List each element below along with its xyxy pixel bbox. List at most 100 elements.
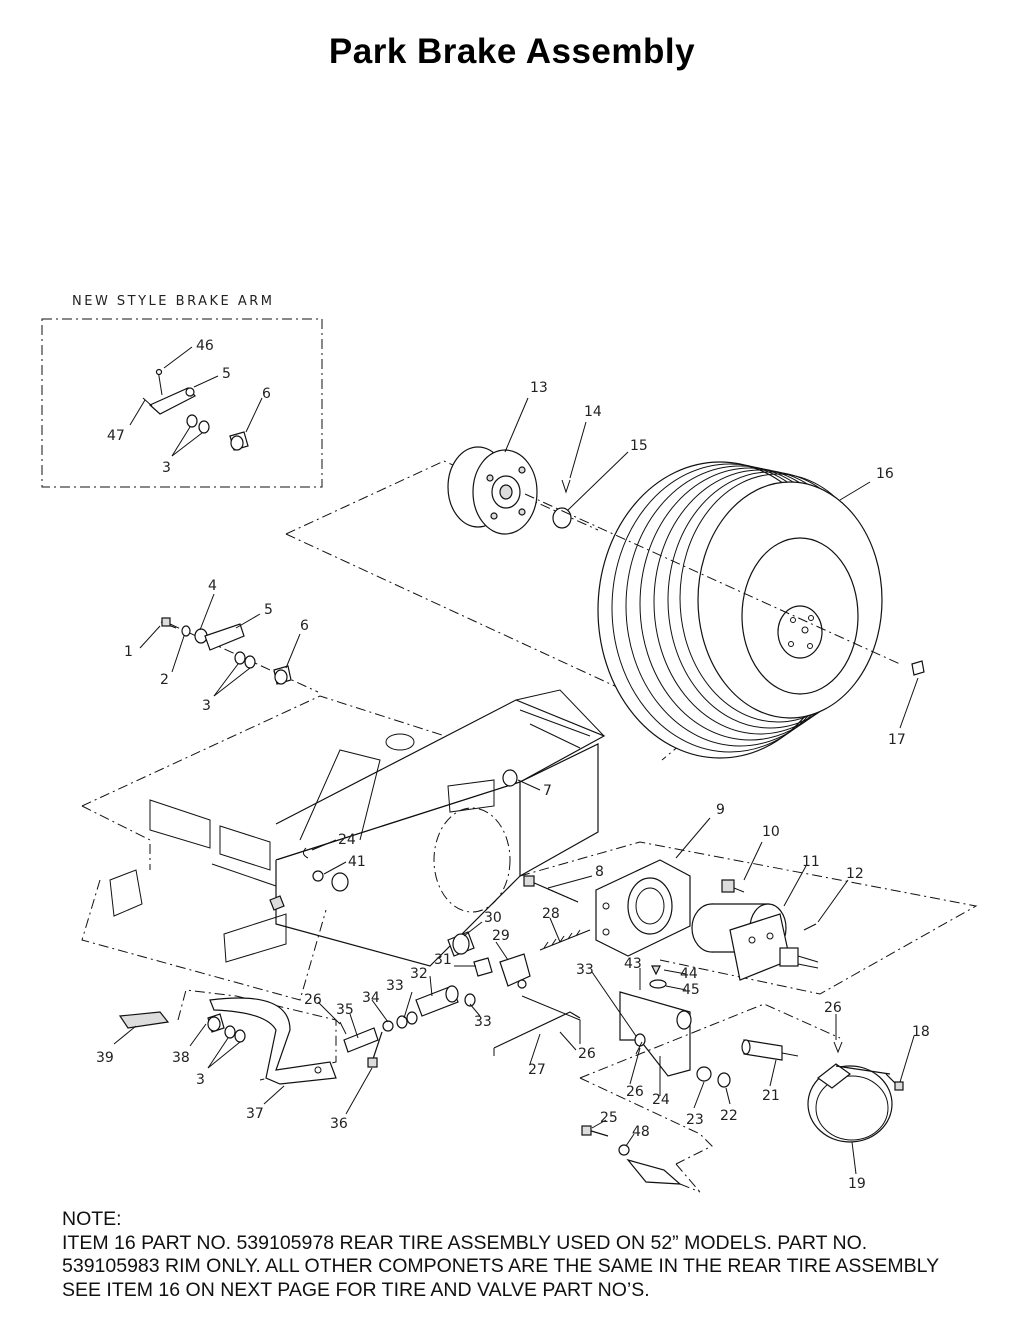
inset-label: NEW STYLE BRAKE ARM [72, 294, 274, 309]
callout-33: 33 [576, 962, 594, 978]
lock-washer-part-2 [181, 625, 191, 637]
callout-6: 6 [262, 386, 271, 402]
callout-21: 21 [762, 1088, 780, 1104]
callout-32: 32 [410, 966, 428, 982]
callout-6: 6 [300, 618, 309, 634]
nut-part-22 [717, 1072, 731, 1088]
chassis-frame: 7 24 41 [81, 689, 606, 1001]
washer-part-3-pedal [224, 1025, 236, 1039]
washer-part-23 [696, 1066, 712, 1082]
callout-11: 11 [802, 854, 820, 870]
callout-16: 16 [876, 466, 894, 482]
bolt-part-36 [371, 1031, 383, 1063]
nut-part-7 [502, 769, 518, 787]
callout-14: 14 [584, 404, 602, 420]
bushing-part-41 [312, 870, 324, 882]
screw-part-46 [155, 368, 163, 376]
brake-lever-part-43 [619, 991, 691, 1077]
callout-37: 37 [246, 1106, 264, 1122]
spring-part-28 [539, 929, 591, 951]
callout-28: 28 [542, 906, 560, 922]
callout-22: 22 [720, 1108, 738, 1124]
note-line-1: ITEM 16 PART NO. 539105978 REAR TIRE ASS… [62, 1231, 868, 1254]
callout-3: 3 [202, 698, 211, 714]
callout-26: 26 [824, 1000, 842, 1016]
rear-tire-part-16 [597, 461, 883, 759]
brake-arm-group: 4 5 1 2 6 3 [124, 578, 319, 714]
bolt-part-10 [721, 879, 735, 893]
callout-25: 25 [600, 1110, 618, 1126]
callout-31: 31 [434, 952, 452, 968]
brake-arm-part-5 [148, 387, 196, 415]
pedal-arm-part-37 [209, 997, 337, 1085]
callout-26: 26 [578, 1046, 596, 1062]
callout-19: 19 [848, 1176, 866, 1192]
wheel-assembly: 13 14 15 16 17 [285, 380, 925, 761]
callout-41: 41 [348, 854, 366, 870]
callout-35: 35 [336, 1002, 354, 1018]
callout-46: 46 [196, 338, 214, 354]
clip-part-26-band [833, 1041, 843, 1054]
clevis-part-29 [499, 953, 531, 987]
callout-27: 27 [528, 1062, 546, 1078]
callout-48: 48 [632, 1124, 650, 1140]
callout-30: 30 [484, 910, 502, 926]
page-title: Park Brake Assembly [328, 32, 696, 71]
washer-part-3-inset [186, 414, 198, 428]
callout-9: 9 [716, 802, 725, 818]
callout-36: 36 [330, 1116, 348, 1132]
callout-38: 38 [172, 1050, 190, 1066]
note-line-2: 539105983 RIM ONLY. ALL OTHER COMPONETS … [62, 1255, 940, 1277]
callout-24: 24 [338, 832, 356, 848]
callout-45: 45 [682, 982, 700, 998]
nut-part-48 [618, 1144, 630, 1156]
callout-10: 10 [762, 824, 780, 840]
callout-13: 13 [530, 380, 548, 396]
callout-23: 23 [686, 1112, 704, 1128]
washer-part-33 [464, 993, 476, 1007]
brake-linkage-group: 30 28 29 31 32 33 33 33 43 44 45 34 35 2… [304, 906, 700, 1108]
note-heading: NOTE: [62, 1208, 122, 1230]
washer-part-3 [234, 651, 246, 665]
rod-part-27 [493, 1011, 581, 1049]
pin-part-31 [473, 957, 493, 977]
callout-33: 33 [386, 978, 404, 994]
new-style-brake-arm-inset: NEW STYLE BRAKE ARM 46 5 6 47 3 [41, 294, 323, 488]
bolt-part-8 [523, 875, 535, 887]
callout-3: 3 [162, 460, 171, 476]
motor-part-11 [691, 903, 819, 981]
callout-43: 43 [624, 956, 642, 972]
pedal-pad-part-39 [118, 1011, 170, 1029]
callout-5: 5 [264, 602, 273, 618]
callout-12: 12 [846, 866, 864, 882]
callout-5: 5 [222, 366, 231, 382]
callout-1: 1 [124, 644, 133, 660]
callout-18: 18 [912, 1024, 930, 1040]
callout-7: 7 [543, 783, 552, 799]
callout-44: 44 [680, 966, 698, 982]
callout-15: 15 [630, 438, 648, 454]
callout-33: 33 [474, 1014, 492, 1030]
callout-4: 4 [208, 578, 217, 594]
brake-pedal-group: 39 38 3 37 36 [96, 989, 373, 1132]
washer-part-45 [649, 979, 667, 989]
callout-29: 29 [492, 928, 510, 944]
footnote: NOTE: ITEM 16 PART NO. 539105978 REAR TI… [62, 1208, 1012, 1302]
pin-part-26 [339, 1021, 347, 1035]
callout-26: 26 [304, 992, 322, 1008]
nut-part-44 [651, 965, 661, 976]
brake-band-group: 18 26 21 23 22 25 48 19 [579, 1000, 930, 1193]
callout-8: 8 [595, 864, 604, 880]
lug-nut-part-17 [911, 660, 925, 676]
callout-2: 2 [160, 672, 169, 688]
note-line-3: SEE ITEM 16 ON NEXT PAGE FOR TIRE AND VA… [62, 1278, 650, 1301]
clip-part-24 [302, 847, 309, 859]
nut-part-34 [382, 1020, 394, 1032]
callout-24: 24 [652, 1092, 670, 1108]
callout-3: 3 [196, 1072, 205, 1088]
motor-bracket-group: 9 10 11 12 8 [519, 802, 978, 995]
callout-39: 39 [96, 1050, 114, 1066]
pin-part-47 [142, 397, 153, 407]
cotter-pin-part-14 [561, 479, 571, 494]
